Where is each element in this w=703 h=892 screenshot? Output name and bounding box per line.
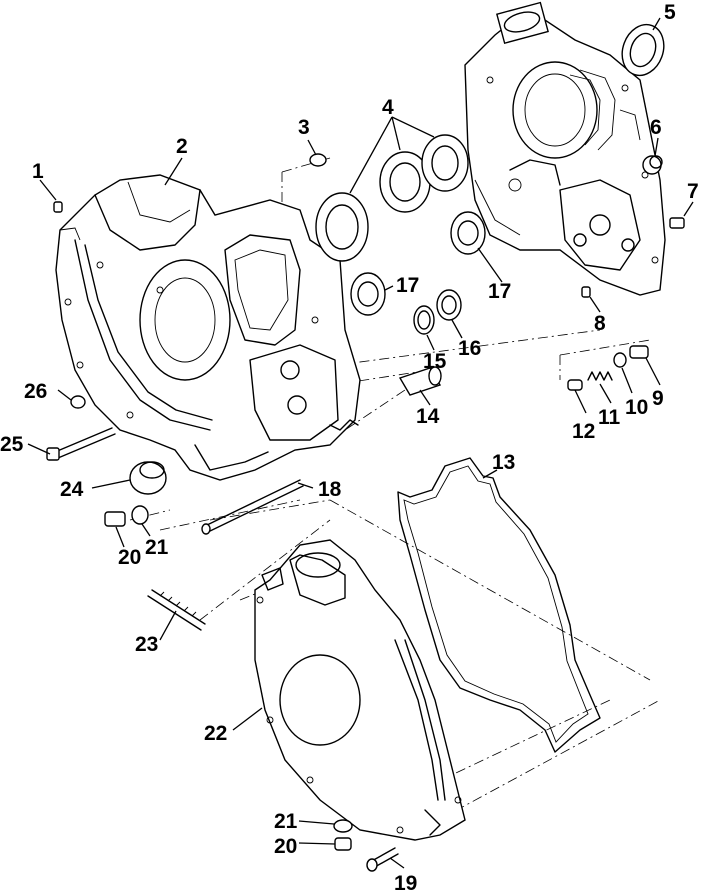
label-part-25: 25 (0, 433, 24, 456)
label-part-24: 24 (60, 478, 84, 501)
part-5-seal (621, 23, 665, 77)
part-22-cover (254, 539, 466, 841)
leader-lines (27, 17, 694, 869)
label-part-7: 7 (687, 180, 699, 203)
label-part-5: 5 (664, 1, 676, 24)
part-25-bolt (46, 427, 116, 461)
label-part-21-bottom: 21 (274, 810, 298, 833)
part-16-seal (436, 289, 462, 321)
part-26-washer (70, 395, 86, 409)
label-part-1: 1 (32, 160, 44, 183)
part-14-sleeve (398, 366, 442, 396)
label-part-10: 10 (625, 396, 648, 419)
label-part-12: 12 (572, 420, 595, 443)
label-part-9: 9 (652, 387, 664, 410)
part-4-bearings (315, 134, 469, 262)
label-part-19: 19 (394, 872, 417, 892)
part-8-dowel (581, 286, 591, 298)
label-part-17-lower: 17 (488, 280, 511, 303)
left-crankcase (55, 174, 361, 481)
label-part-26: 26 (24, 380, 47, 403)
part-20-21-fitting-left (104, 505, 149, 527)
part-19-bolt (366, 847, 399, 872)
label-part-17-upper: 17 (396, 274, 419, 297)
part-17-bearings (350, 211, 486, 316)
part-24-bushing (129, 461, 167, 495)
part-15-seal (413, 305, 435, 335)
label-part-20-bottom: 20 (274, 835, 297, 858)
label-part-21-left: 21 (145, 536, 169, 559)
label-part-8: 8 (594, 312, 606, 335)
part-23-bolt (147, 589, 206, 631)
label-part-23: 23 (135, 633, 158, 656)
right-crankcase (464, 1, 666, 296)
label-part-6: 6 (650, 116, 662, 139)
label-part-11: 11 (598, 406, 621, 429)
label-part-4: 4 (382, 96, 394, 119)
part-3-plug (309, 153, 327, 167)
label-part-3: 3 (298, 116, 310, 139)
part-20-21-fitting-bottom (333, 819, 353, 851)
label-part-15: 15 (423, 350, 447, 373)
label-part-18: 18 (318, 478, 342, 501)
label-part-16: 16 (458, 337, 481, 360)
part-1-dowel (53, 201, 63, 213)
label-part-22: 22 (204, 722, 227, 745)
part-9-12-valve (567, 345, 649, 391)
label-part-14: 14 (416, 405, 440, 428)
part-18-stud (201, 479, 304, 535)
part-7-plug (669, 217, 685, 229)
label-part-13: 13 (492, 451, 515, 474)
label-part-2: 2 (176, 135, 188, 158)
part-6-bushing (642, 155, 663, 175)
part-13-gasket (397, 457, 601, 753)
label-part-20-left: 20 (118, 546, 141, 569)
